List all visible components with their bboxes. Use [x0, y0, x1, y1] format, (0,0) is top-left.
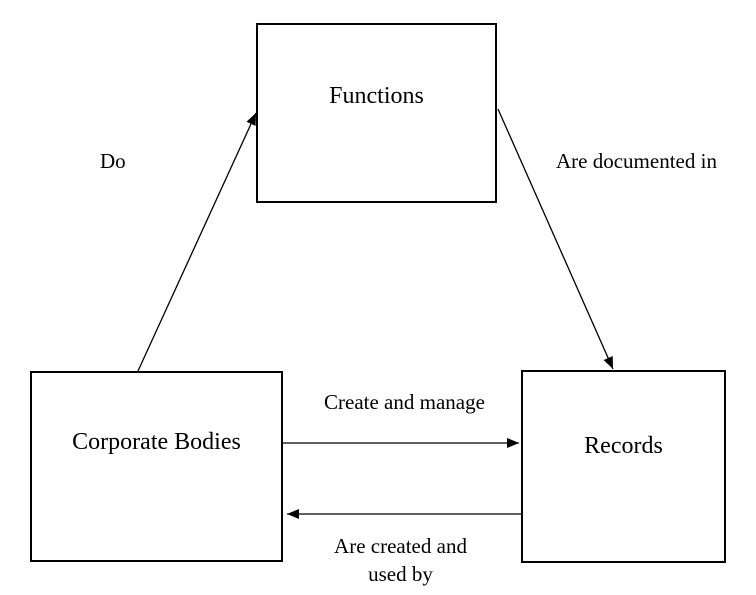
edge-label-are-created-and-used-by: Are created and used by — [318, 532, 483, 588]
are-documented-in-arrow — [497, 108, 614, 370]
edge-label-are-created-and-used-by-line2: used by — [368, 562, 433, 586]
edge-label-are-documented-in: Are documented in — [556, 149, 717, 173]
node-records: Records — [521, 370, 726, 563]
node-functions: Functions — [256, 23, 497, 203]
node-functions-label: Functions — [329, 83, 424, 109]
edge-label-are-created-and-used-by-line1: Are created and — [334, 534, 467, 558]
node-records-label: Records — [584, 433, 663, 459]
edge-label-do: Do — [100, 149, 126, 173]
node-corporate-bodies: Corporate Bodies — [30, 371, 283, 562]
node-corporate-bodies-label: Corporate Bodies — [72, 429, 241, 455]
edge-label-create-and-manage: Create and manage — [324, 390, 485, 414]
do-arrow — [137, 112, 257, 372]
